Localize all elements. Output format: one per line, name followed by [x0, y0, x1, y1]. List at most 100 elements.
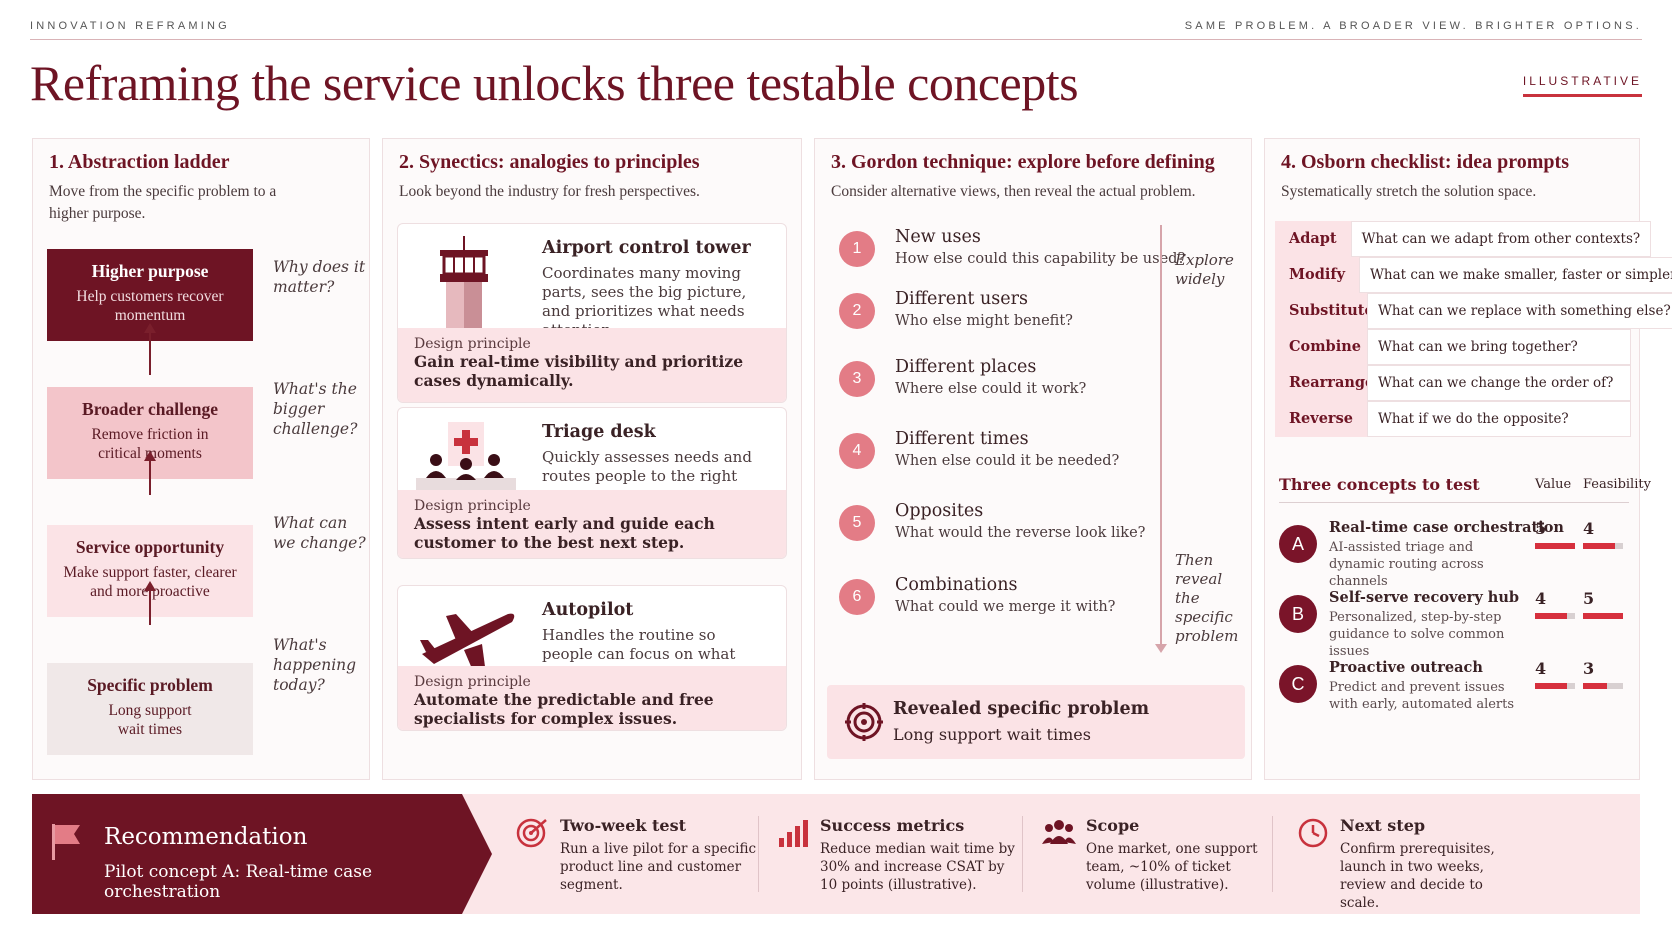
concept-name: Self-serve recovery hub — [1329, 589, 1520, 606]
value-score: 5 — [1535, 519, 1547, 538]
explore-note: Explore widely — [1175, 251, 1234, 288]
item-desc: How else could this capability be used? — [895, 251, 1186, 267]
analogy-card-autopilot: Autopilot Handles the routine so people … — [397, 585, 787, 731]
item-number: 5 — [839, 505, 875, 541]
triage-desk-icon — [416, 422, 516, 492]
panel-subtitle: Systematically stretch the solution spac… — [1281, 183, 1537, 200]
divider — [1022, 816, 1023, 892]
recommendation-desc: Pilot concept A: Real-time case orchestr… — [104, 862, 373, 902]
tagline: SAME PROBLEM. A BROADER VIEW. BRIGHTER O… — [1184, 19, 1642, 32]
panel-heading: 4. Osborn checklist: idea prompts — [1281, 151, 1569, 173]
feasibility-bar — [1583, 613, 1623, 619]
checklist-prompt: What can we adapt from other contexts? — [1350, 221, 1652, 257]
checklist-prompt: What can we replace with something else? — [1367, 293, 1672, 329]
ladder-desc: Make support faster, clearer and more pr… — [63, 564, 237, 600]
concept-letter: B — [1279, 595, 1317, 633]
checklist-prompt: What if we do the opposite? — [1367, 401, 1631, 437]
item-desc: Who else might benefit? — [895, 313, 1073, 329]
concepts-title: Three concepts to test — [1279, 475, 1480, 494]
checklist-key: Combine — [1275, 329, 1367, 365]
panel-subtitle: Look beyond the industry for fresh persp… — [399, 183, 700, 200]
recommendation-banner: Recommendation Pilot concept A: Real-tim… — [32, 794, 492, 914]
principle-text: Automate the predictable and free specia… — [414, 690, 714, 728]
ladder-question: What's the bigger challenge? — [273, 380, 358, 438]
concept-row: B Self-serve recovery hub Personalized, … — [1279, 589, 1629, 659]
ladder-title: Specific problem — [87, 675, 213, 695]
checklist-row: Reverse What if we do the opposite? — [1275, 401, 1631, 437]
checklist-prompt: What can we make smaller, faster or simp… — [1359, 257, 1672, 293]
concept-desc: Personalized, step-by-step guidance to s… — [1329, 610, 1505, 659]
gordon-technique-panel: 3. Gordon technique: explore before defi… — [814, 138, 1252, 780]
panel-heading: 3. Gordon technique: explore before defi… — [831, 151, 1215, 173]
item-desc: When else could it be needed? — [895, 453, 1120, 469]
team-icon — [1042, 820, 1076, 844]
clock-icon — [1298, 818, 1328, 848]
checklist-key: Reverse — [1275, 401, 1367, 437]
recommendation-bar: Recommendation Pilot concept A: Real-tim… — [32, 794, 1640, 914]
item-title: New uses — [895, 227, 981, 247]
ladder-question: What can we change? — [273, 514, 366, 552]
target-icon — [516, 818, 547, 848]
concept-row: A Real-time case orchestration AI-assist… — [1279, 519, 1629, 589]
ladder-title: Higher purpose — [91, 261, 209, 281]
section-label: INNOVATION REFRAMING — [30, 19, 230, 32]
recommendation-title: Recommendation — [104, 824, 308, 850]
checklist-key: Adapt — [1275, 221, 1351, 257]
revealed-problem-box: Revealed specific problem Long support w… — [827, 685, 1245, 759]
principle-text: Assess intent early and guide each custo… — [414, 514, 715, 552]
item-desc: One market, one support team, ~10% of ti… — [1086, 841, 1258, 893]
panel-subtitle: Consider alternative views, then reveal … — [831, 183, 1196, 200]
ladder-question: Why does it matter? — [273, 258, 366, 296]
item-desc: Where else could it work? — [895, 381, 1087, 397]
item-number: 1 — [839, 231, 875, 267]
up-arrow-icon — [144, 451, 156, 495]
principle-text: Gain real-time visibility and prioritize… — [414, 352, 744, 390]
feasibility-score: 3 — [1583, 659, 1595, 678]
target-icon — [845, 703, 883, 741]
item-title: Different users — [895, 289, 1028, 309]
explore-arrow — [1155, 225, 1167, 653]
item-desc: What would the reverse look like? — [895, 525, 1146, 541]
osborn-checklist-panel: 4. Osborn checklist: idea prompts System… — [1264, 138, 1672, 780]
divider — [1272, 816, 1273, 892]
up-arrow-icon — [144, 323, 156, 375]
checklist-prompt: What can we bring together? — [1367, 329, 1631, 365]
panel-subtitle: Move from the specific problem to a high… — [49, 183, 277, 222]
concept-letter: A — [1279, 525, 1317, 563]
analogy-card-triage-desk: Triage desk Quickly assesses needs and r… — [397, 407, 787, 559]
principle-label: Design principle — [414, 674, 531, 690]
top-bar: INNOVATION REFRAMING SAME PROBLEM. A BRO… — [30, 12, 1642, 40]
panel-heading: 1. Abstraction ladder — [49, 151, 230, 173]
item-title: Combinations — [895, 575, 1018, 595]
value-bar — [1535, 683, 1575, 689]
concept-row: C Proactive outreach Predict and prevent… — [1279, 659, 1629, 729]
value-score: 4 — [1535, 659, 1547, 678]
design-principle: Design principle Assess intent early and… — [398, 490, 786, 558]
feasibility-score: 4 — [1583, 519, 1595, 538]
principle-label: Design principle — [414, 498, 531, 514]
item-title: Scope — [1086, 816, 1140, 835]
checklist-prompt: What can we change the order of? — [1367, 365, 1631, 401]
value-bar — [1535, 613, 1575, 619]
abstraction-ladder-panel: 1. Abstraction ladder Move from the spec… — [32, 138, 370, 780]
illustrative-badge: ILLUSTRATIVE — [1522, 74, 1642, 97]
feasibility-bar — [1583, 543, 1623, 549]
item-desc: What could we merge it with? — [895, 599, 1116, 615]
item-number: 3 — [839, 361, 875, 397]
checklist-row: Rearrange What can we change the order o… — [1275, 365, 1631, 401]
reveal-title: Revealed specific problem — [893, 699, 1150, 719]
divider — [758, 816, 759, 892]
concept-name: Real-time case orchestration — [1329, 519, 1564, 536]
feasibility-label: Feasibility — [1583, 477, 1651, 492]
item-title: Different times — [895, 429, 1029, 449]
control-tower-icon — [440, 236, 488, 330]
checklist-row: Adapt What can we adapt from other conte… — [1275, 221, 1652, 257]
checklist-row: Substitute What can we replace with some… — [1275, 293, 1672, 329]
item-title: Next step — [1340, 816, 1426, 835]
synectics-panel: 2. Synectics: analogies to principles Lo… — [382, 138, 802, 780]
bar-chart-icon — [779, 820, 808, 847]
item-number: 4 — [839, 433, 875, 469]
checklist-key: Modify — [1275, 257, 1360, 293]
item-desc: Confirm prerequisites, launch in two wee… — [1340, 841, 1495, 911]
concept-desc: Predict and prevent issues with early, a… — [1329, 680, 1515, 712]
